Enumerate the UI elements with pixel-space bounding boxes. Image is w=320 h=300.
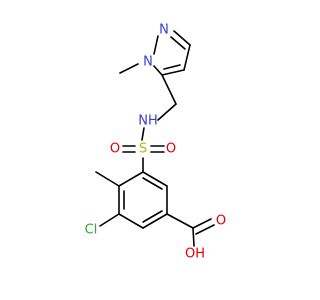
bond-b6-b1 <box>142 171 168 187</box>
bond-b4-b5 <box>142 213 168 229</box>
atom-n2: N <box>159 23 169 38</box>
bond-ring-cl <box>99 213 120 227</box>
bond-ring-methyl <box>95 171 120 187</box>
atom-o-carbonyl: O <box>216 214 226 229</box>
atom-s: S <box>139 142 147 157</box>
bond-b4-b5-double <box>142 210 163 223</box>
atom-oh: OH <box>185 247 205 262</box>
molecule-structure: N N NH S O O Cl O OH <box>85 23 226 262</box>
bond-c5-n1 <box>153 65 163 76</box>
atom-nh: NH <box>138 114 158 129</box>
bond-ch2-nh <box>157 103 177 121</box>
bond-n2-c3 <box>173 30 191 46</box>
structure-svg: N N NH S O O Cl O OH <box>85 23 226 262</box>
bond-c-oh <box>192 227 195 247</box>
atom-labels: N N NH S O O Cl O OH <box>85 23 226 262</box>
bond-b6-b1-double <box>142 177 163 190</box>
atom-o-right: O <box>166 142 176 157</box>
bond-nh-s <box>141 127 145 141</box>
bonds <box>95 30 215 247</box>
atom-o-left: O <box>110 142 120 157</box>
bond-c3-c4 <box>183 44 191 71</box>
bond-b3-b4 <box>118 213 144 229</box>
atom-cl: Cl <box>85 223 98 238</box>
bond-b1-b2 <box>118 171 144 187</box>
bond-methyl-n <box>119 63 139 74</box>
bond-n1-n2 <box>153 35 159 55</box>
bond-c4-c5-double <box>163 64 181 70</box>
bond-ring-cooh <box>166 213 194 229</box>
bond-c-o-double-1 <box>192 218 212 229</box>
bond-c5-ch2 <box>161 74 177 105</box>
bond-n2-c3-double <box>170 36 186 50</box>
bond-c-o-double-2 <box>195 224 215 235</box>
bond-c4-c5 <box>161 69 185 76</box>
atom-n1: N <box>143 55 153 70</box>
